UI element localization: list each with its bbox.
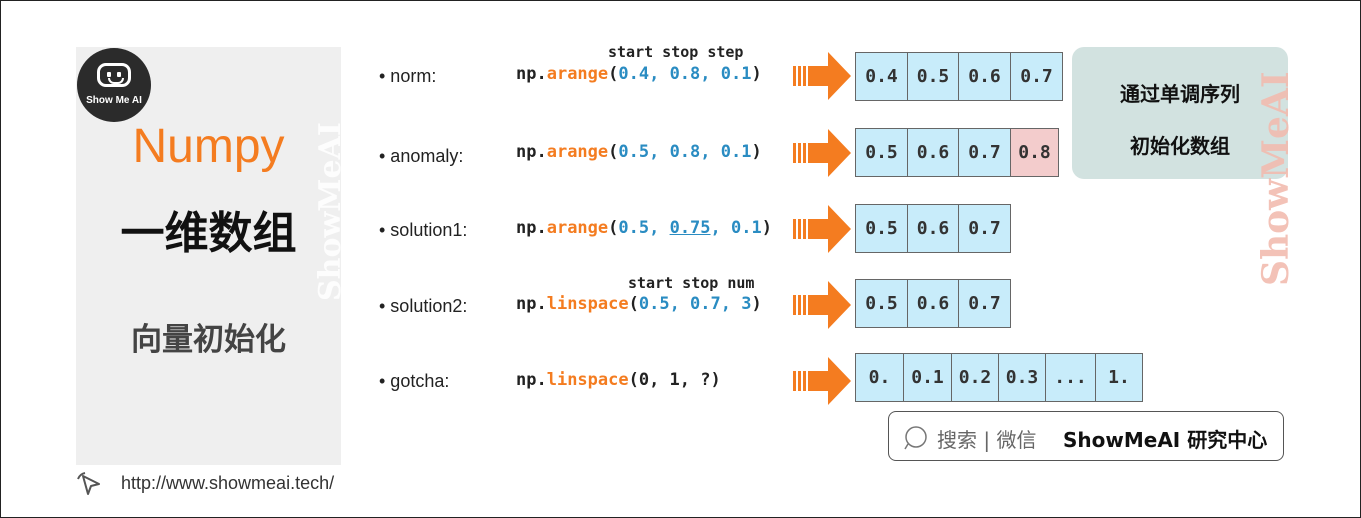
arange-param-header: start stop step bbox=[608, 43, 744, 61]
page-title-cn: 一维数组 bbox=[120, 208, 297, 259]
code-solution2: np.linspace(0.5, 0.7, 3) bbox=[516, 294, 762, 314]
page-title: Numpy bbox=[132, 120, 285, 173]
array-cell: 0.5 bbox=[856, 205, 908, 252]
arrow-right-icon bbox=[793, 129, 851, 177]
callout-box: 通过单调序列 初始化数组 bbox=[1072, 47, 1288, 179]
search-label: 搜索 | 微信 bbox=[937, 428, 1037, 452]
logo-text: Show Me AI bbox=[86, 95, 142, 106]
code-anomaly: np.arange(0.5, 0.8, 0.1) bbox=[516, 142, 762, 162]
array-cell: 0.3 bbox=[999, 354, 1046, 401]
showmeai-logo: Show Me AI bbox=[77, 48, 151, 122]
arrow-right-icon bbox=[793, 205, 851, 253]
array-gotcha: 0. 0.1 0.2 0.3 ... 1. bbox=[855, 353, 1143, 402]
array-cell: 0.7 bbox=[959, 129, 1011, 176]
arrow-right-icon bbox=[793, 357, 851, 405]
array-cell: 0.6 bbox=[908, 280, 959, 327]
row-label-solution2: • solution2: bbox=[379, 296, 468, 316]
array-cell: 0.6 bbox=[908, 205, 959, 252]
array-cell: 0.7 bbox=[1011, 53, 1062, 100]
array-solution1: 0.5 0.6 0.7 bbox=[855, 204, 1011, 253]
page-subtitle: 向量初始化 bbox=[131, 322, 286, 358]
sidebar-watermark: ShowMeAI bbox=[313, 122, 348, 301]
array-solution2: 0.5 0.6 0.7 bbox=[855, 279, 1011, 328]
array-cell: 0.6 bbox=[908, 129, 959, 176]
row-label-gotcha: • gotcha: bbox=[379, 371, 450, 391]
search-icon bbox=[904, 426, 927, 450]
array-cell: 0.2 bbox=[952, 354, 999, 401]
array-cell: 0.6 bbox=[959, 53, 1011, 100]
array-cell: 0.5 bbox=[856, 280, 908, 327]
callout-line-1: 通过单调序列 bbox=[1120, 82, 1240, 106]
row-label-anomaly: • anomaly: bbox=[379, 146, 464, 166]
array-cell: 0.1 bbox=[904, 354, 952, 401]
array-cell: 0. bbox=[856, 354, 904, 401]
array-cell: 0.5 bbox=[908, 53, 959, 100]
website-link[interactable]: http://www.showmeai.tech/ bbox=[121, 473, 335, 493]
search-brand: ShowMeAI 研究中心 bbox=[1063, 428, 1268, 452]
linspace-param-header: start stop num bbox=[628, 274, 755, 292]
code-norm: np.arange(0.4, 0.8, 0.1) bbox=[516, 64, 762, 84]
arrow-right-icon bbox=[793, 281, 851, 329]
code-gotcha: np.linspace(0, 1, ?) bbox=[516, 370, 721, 390]
array-cell: 1. bbox=[1096, 354, 1142, 401]
robot-icon bbox=[97, 63, 131, 87]
arrow-right-icon bbox=[793, 52, 851, 100]
array-cell: 0.7 bbox=[959, 280, 1010, 327]
row-label-solution1: • solution1: bbox=[379, 220, 468, 240]
array-cell: ... bbox=[1046, 354, 1096, 401]
array-norm: 0.4 0.5 0.6 0.7 bbox=[855, 52, 1063, 101]
callout-line-2: 初始化数组 bbox=[1130, 134, 1230, 158]
array-cell: 0.5 bbox=[856, 129, 908, 176]
code-solution1: np.arange(0.5, 0.75, 0.1) bbox=[516, 218, 772, 238]
wechat-search-box[interactable]: 搜索 | 微信 ShowMeAI 研究中心 bbox=[888, 411, 1284, 461]
brand-watermark: ShowMeAI bbox=[1255, 71, 1297, 286]
array-cell: 0.7 bbox=[959, 205, 1010, 252]
array-cell: 0.4 bbox=[856, 53, 908, 100]
array-anomaly: 0.5 0.6 0.7 0.8 bbox=[855, 128, 1059, 177]
array-cell-anomaly: 0.8 bbox=[1011, 129, 1058, 176]
row-label-norm: • norm: bbox=[379, 66, 437, 86]
cursor-click-icon bbox=[77, 472, 100, 495]
